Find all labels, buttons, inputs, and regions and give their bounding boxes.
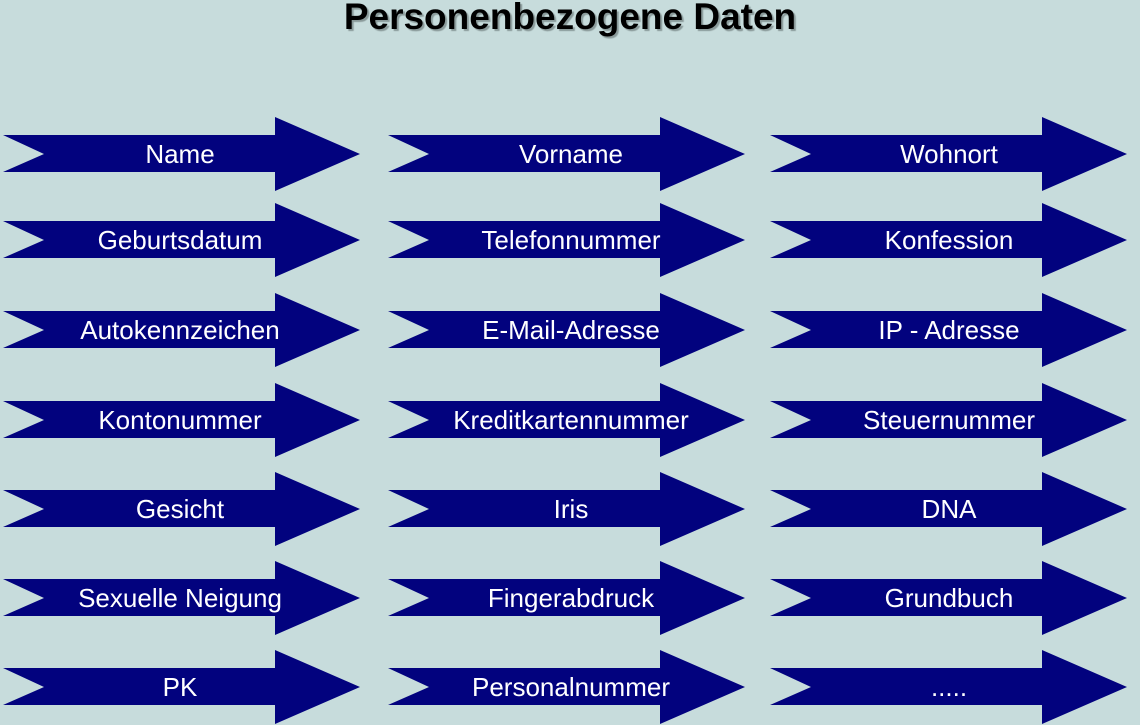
arrow-item: Konfession (770, 202, 1128, 278)
arrow-shape (388, 561, 745, 635)
arrow-label: Personalnummer (472, 672, 670, 702)
arrow-item: Name (3, 116, 361, 192)
arrow-label: Sexuelle Neigung (78, 583, 282, 613)
arrow-shape (770, 117, 1127, 191)
arrow-label: Telefonnummer (481, 225, 661, 255)
arrow-shape (388, 472, 745, 546)
arrow-label: ..... (930, 672, 968, 702)
arrow-item: Grundbuch (770, 560, 1128, 636)
arrow-item: Sexuelle Neigung (3, 560, 361, 636)
arrow-label: Gesicht (135, 494, 225, 524)
arrow-shape (388, 383, 745, 457)
arrow-item: Autokennzeichen (3, 292, 361, 368)
arrow-item: Geburtsdatum (3, 202, 361, 278)
arrow-shape (3, 383, 360, 457)
arrow-shape (3, 472, 360, 546)
arrow-label: E-Mail-Adresse (482, 315, 660, 345)
arrow-label: Fingerabdruck (487, 583, 655, 613)
arrow-label: Konfession (884, 225, 1014, 255)
arrow-shape (3, 203, 360, 277)
arrow-label: IP - Adresse (878, 315, 1020, 345)
arrow-label: Iris (553, 494, 589, 524)
arrow-shape (3, 117, 360, 191)
arrow-item: DNA (770, 471, 1128, 547)
arrow-label: Vorname (518, 139, 624, 169)
arrow-shape (770, 472, 1127, 546)
arrow-label: Kreditkartennummer (453, 405, 689, 435)
arrow-item: Kreditkartennummer (388, 382, 746, 458)
arrow-label: Autokennzeichen (80, 315, 280, 345)
arrow-shape (3, 650, 360, 724)
arrow-item: ..... (770, 649, 1128, 725)
arrow-item: Personalnummer (388, 649, 746, 725)
arrow-shape (770, 203, 1127, 277)
arrow-shape (770, 383, 1127, 457)
arrow-label: Wohnort (900, 139, 998, 169)
arrow-item: PK (3, 649, 361, 725)
arrow-item: Telefonnummer (388, 202, 746, 278)
arrow-shape (3, 293, 360, 367)
arrow-label: Geburtsdatum (97, 225, 263, 255)
arrow-item: Gesicht (3, 471, 361, 547)
arrow-shape (770, 650, 1127, 724)
arrow-shape (770, 561, 1127, 635)
arrow-item: E-Mail-Adresse (388, 292, 746, 368)
arrow-label: PK (162, 672, 198, 702)
arrow-shape (388, 293, 745, 367)
arrow-item: Vorname (388, 116, 746, 192)
arrow-shape (388, 650, 745, 724)
arrow-item: Wohnort (770, 116, 1128, 192)
arrow-label: DNA (921, 494, 977, 524)
page-title: Personenbezogene Daten (343, 0, 797, 37)
arrow-item: IP - Adresse (770, 292, 1128, 368)
arrow-shape (770, 293, 1127, 367)
arrow-label: Grundbuch (884, 583, 1014, 613)
arrow-item: Steuernummer (770, 382, 1128, 458)
arrow-item: Iris (388, 471, 746, 547)
arrow-label: Kontonummer (98, 405, 262, 435)
arrow-item: Fingerabdruck (388, 560, 746, 636)
arrow-item: Kontonummer (3, 382, 361, 458)
arrow-shape (388, 117, 745, 191)
arrow-shape (3, 561, 360, 635)
arrow-shape (388, 203, 745, 277)
arrow-label: Steuernummer (863, 405, 1035, 435)
arrow-label: Name (145, 139, 215, 169)
